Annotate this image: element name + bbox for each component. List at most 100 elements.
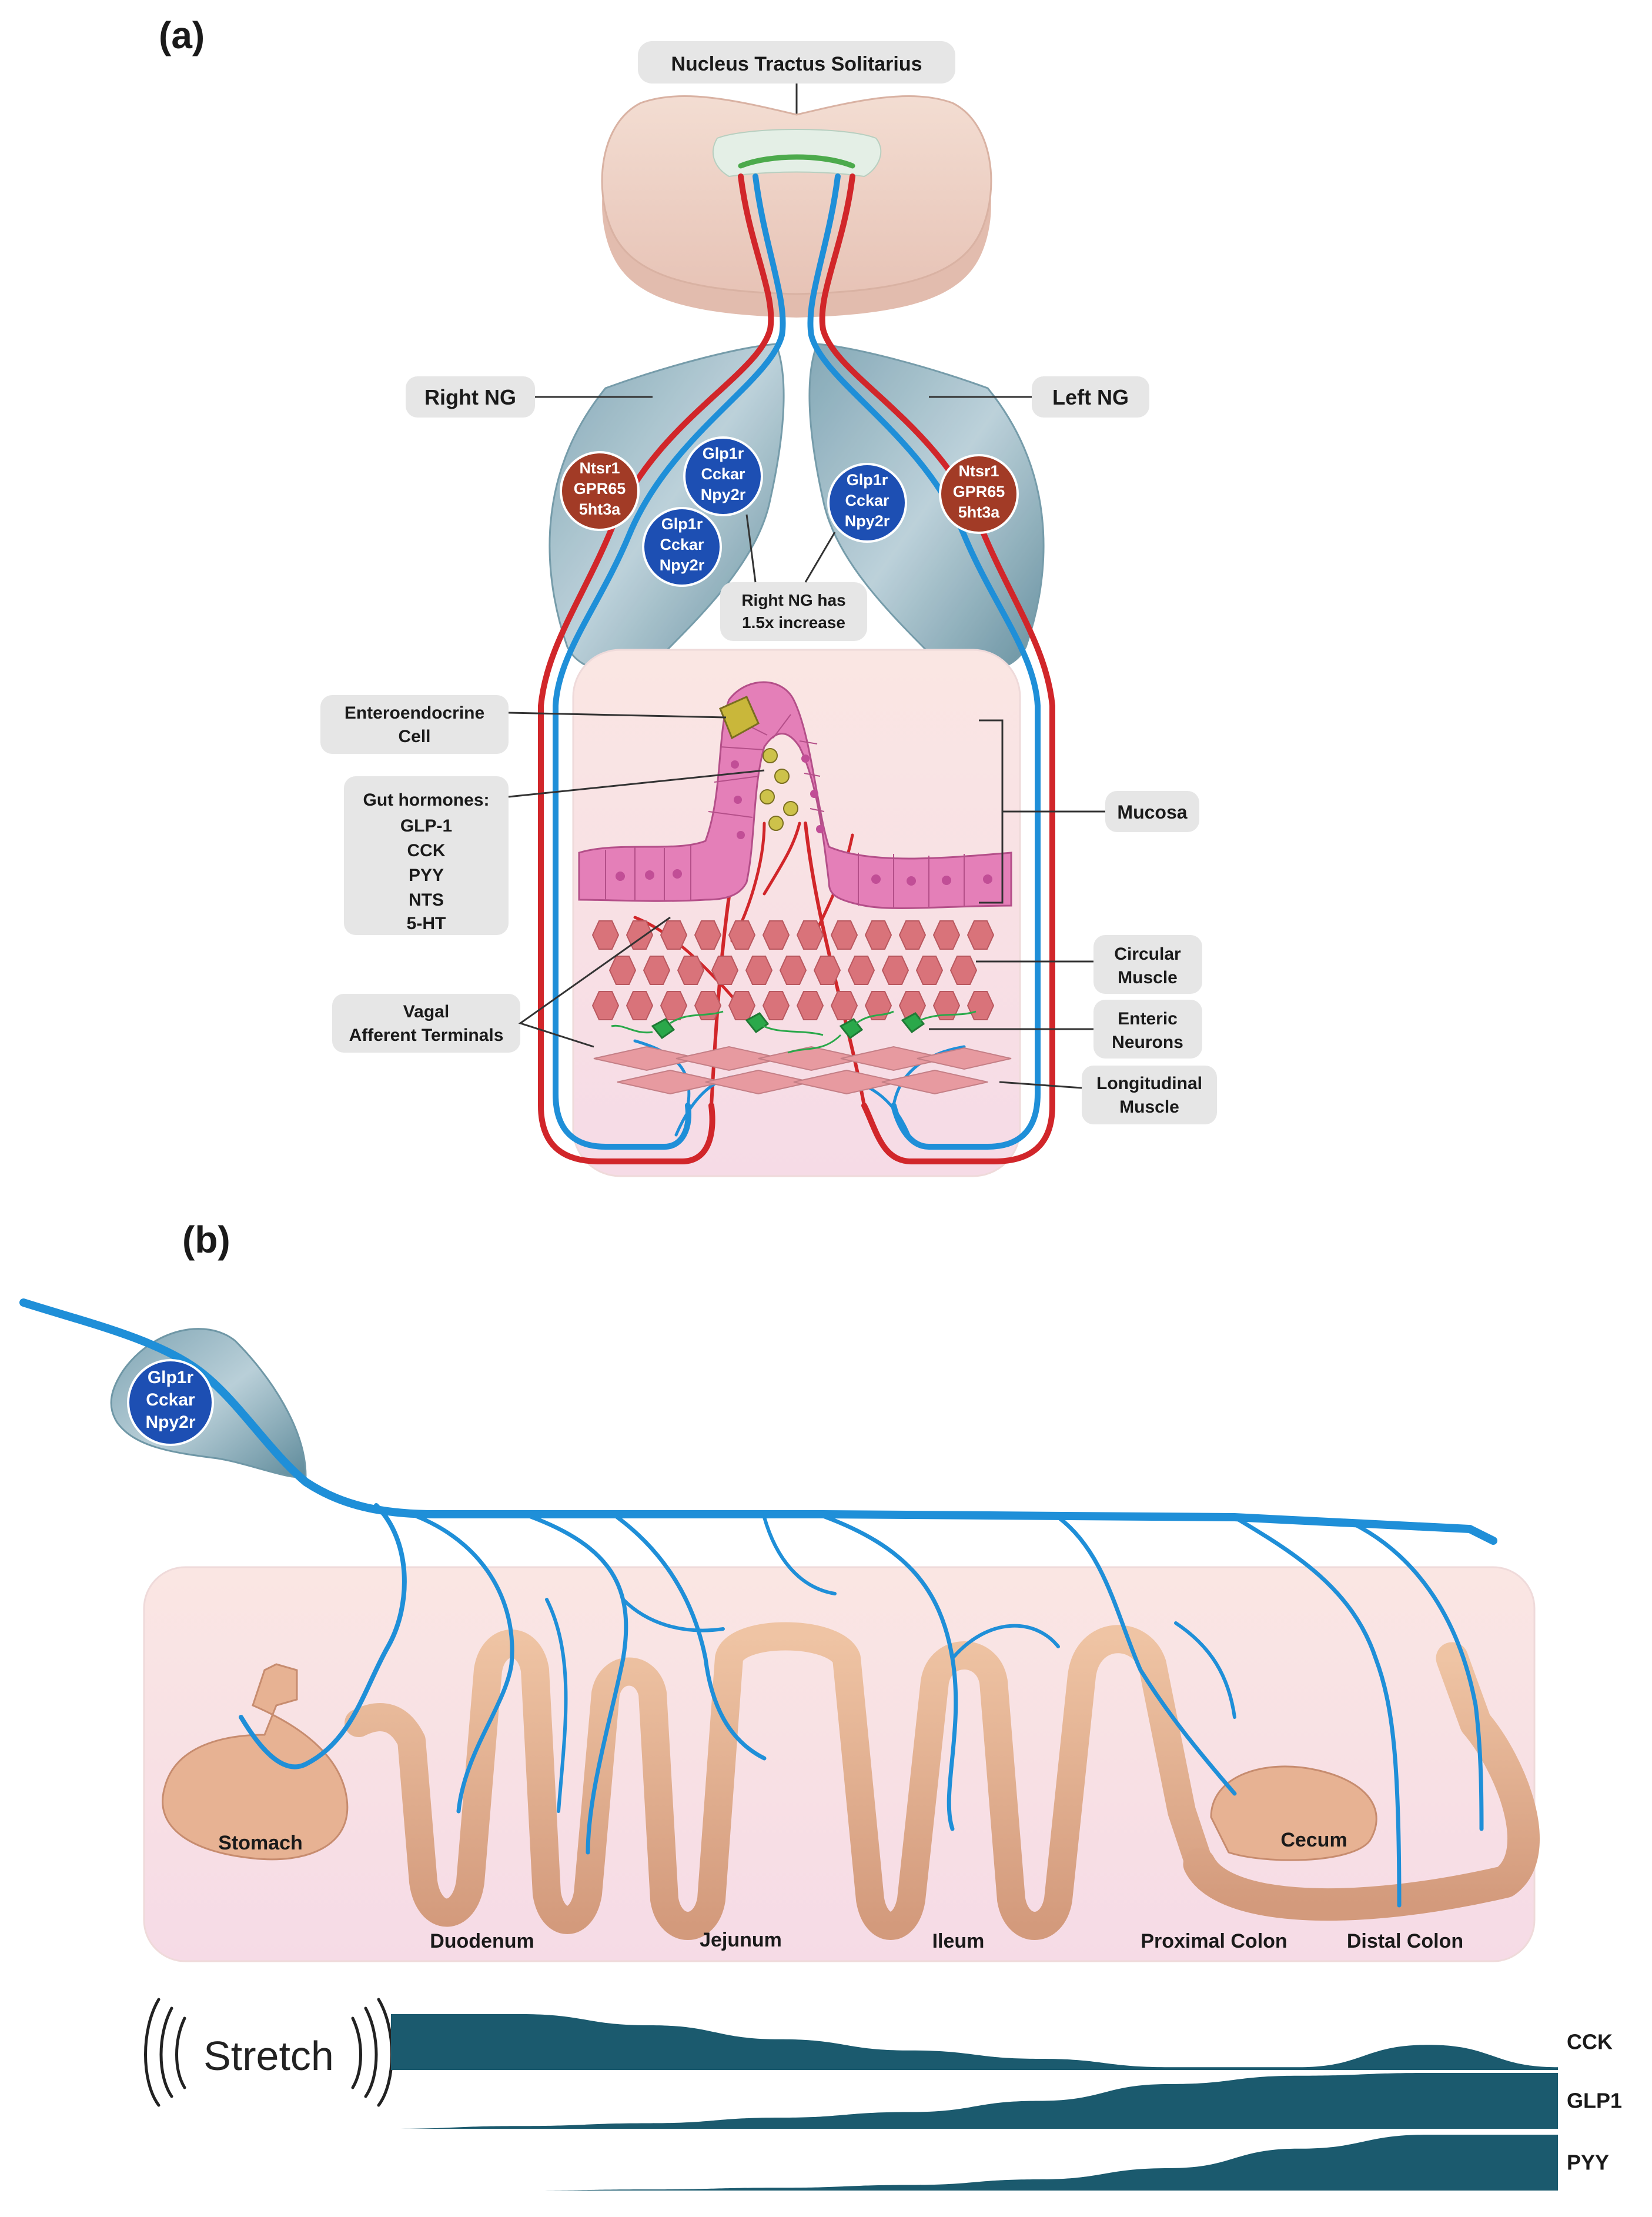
hormone-pyy: PYY xyxy=(409,866,444,885)
muscle-cell xyxy=(762,920,790,950)
gut-hormones-box xyxy=(344,776,509,935)
muscle-cell xyxy=(881,956,909,985)
right-ng-label: Right NG xyxy=(424,385,516,409)
hormone-5ht: 5-HT xyxy=(407,914,446,933)
muscle-cell xyxy=(813,956,841,985)
mucosa-label: Mucosa xyxy=(1117,802,1187,823)
receptor-ntsr1-right: Ntsr1 GPR65 5ht3a xyxy=(560,451,640,531)
right-ng-box xyxy=(406,376,535,418)
enteroendocrine-cell xyxy=(719,696,760,740)
receptor-glp1r-panel-b: Glp1r Cckar Npy2r xyxy=(127,1359,214,1446)
muscle-cell xyxy=(967,920,995,950)
label-duodenum: Duodenum xyxy=(430,1930,534,1952)
enteroendocrine-label-2: Cell xyxy=(398,727,430,746)
panel-a-label: (a) xyxy=(159,14,205,56)
gut-wall-section xyxy=(572,649,1021,1177)
muscle-cell xyxy=(864,920,892,950)
muscle-cell xyxy=(711,956,739,985)
increase-note-box xyxy=(720,582,867,641)
svg-text:GPR65: GPR65 xyxy=(953,483,1005,500)
increase-note-line1: Right NG has xyxy=(741,591,845,609)
circular-muscle-label-1: Circular xyxy=(1114,944,1181,964)
svg-text:Cckar: Cckar xyxy=(146,1390,195,1410)
nucleus-label: Nucleus Tractus Solitarius xyxy=(671,53,922,75)
hormone-cck: CCK xyxy=(407,841,446,860)
svg-text:Npy2r: Npy2r xyxy=(660,556,705,574)
hormone-label-cck: CCK xyxy=(1567,2030,1613,2054)
left-ng-label: Left NG xyxy=(1052,385,1129,409)
increase-note-line2: 1.5x increase xyxy=(742,613,845,632)
svg-text:Cckar: Cckar xyxy=(701,465,745,483)
muscle-cell xyxy=(830,991,858,1020)
svg-text:Glp1r: Glp1r xyxy=(148,1368,194,1387)
label-cecum: Cecum xyxy=(1280,1829,1347,1851)
svg-text:5ht3a: 5ht3a xyxy=(958,503,1001,521)
receptor-ntsr1-left: Ntsr1 GPR65 5ht3a xyxy=(939,454,1019,534)
muscle-cell xyxy=(932,920,961,950)
hormone-label-glp1: GLP1 xyxy=(1567,2089,1622,2113)
stretch-symbol xyxy=(144,1998,393,2107)
muscle-cell xyxy=(796,920,824,950)
muscle-cell xyxy=(932,991,961,1020)
cecum xyxy=(1210,1765,1377,1861)
hormone-label-pyy: PYY xyxy=(1567,2151,1609,2175)
muscle-cell xyxy=(728,920,756,950)
muscle-cell xyxy=(796,991,824,1020)
enteric-neurons-label-1: Enteric xyxy=(1118,1009,1178,1029)
mucosa-epithelium xyxy=(578,681,1012,909)
label-jejunum: Jejunum xyxy=(700,1929,782,1951)
nucleus-label-box xyxy=(638,41,955,84)
svg-text:Ntsr1: Ntsr1 xyxy=(958,462,999,480)
svg-text:Npy2r: Npy2r xyxy=(145,1413,195,1432)
label-stomach: Stomach xyxy=(218,1832,303,1854)
muscle-cell xyxy=(864,991,892,1020)
stomach xyxy=(162,1663,349,1861)
label-ileum: Ileum xyxy=(932,1930,985,1952)
longitudinal-muscle xyxy=(593,1046,1012,1095)
mucosa-box xyxy=(1105,791,1199,832)
receptor-glp1r-left: Glp1r Cckar Npy2r xyxy=(827,463,907,543)
stretch-label: Stretch xyxy=(203,2033,334,2079)
hormone-granules xyxy=(760,748,798,831)
muscle-cell xyxy=(643,956,671,985)
brainstem-slice xyxy=(601,95,992,318)
muscle-cell xyxy=(898,920,927,950)
muscle-cell xyxy=(660,920,688,950)
circular-muscle-label-2: Muscle xyxy=(1118,968,1178,987)
svg-text:Cckar: Cckar xyxy=(660,536,704,553)
muscle-cell xyxy=(949,956,978,985)
muscle-cell xyxy=(660,991,688,1020)
gut-tract xyxy=(345,1622,1540,1940)
panel-b: (b) xyxy=(19,1218,1622,2191)
muscle-cell xyxy=(830,920,858,950)
vagal-label-2: Afferent Terminals xyxy=(349,1026,504,1045)
muscle-cell xyxy=(677,956,705,985)
svg-text:5ht3a: 5ht3a xyxy=(579,500,621,518)
muscle-cell xyxy=(626,920,654,950)
circular-muscle-box xyxy=(1093,935,1202,994)
muscle-cell xyxy=(591,991,620,1020)
label-proximal-colon: Proximal Colon xyxy=(1141,1930,1287,1952)
label-distal-colon: Distal Colon xyxy=(1347,1930,1463,1952)
hormone-profile-cck xyxy=(391,2014,1558,2070)
vagal-terminals-box xyxy=(332,994,520,1053)
left-ng-box xyxy=(1032,376,1149,418)
muscle-cell xyxy=(745,956,773,985)
svg-text:Cckar: Cckar xyxy=(845,492,889,509)
vagal-fibers-panel-b xyxy=(19,1298,1497,1908)
enteroendocrine-box xyxy=(320,695,509,754)
enteric-neurons xyxy=(611,1010,977,1054)
svg-text:Glp1r: Glp1r xyxy=(847,471,888,489)
hormone-profile-pyy xyxy=(391,2135,1558,2191)
muscle-cell xyxy=(779,956,807,985)
receptor-glp1r-right-upper: Glp1r Cckar Npy2r xyxy=(683,436,763,516)
muscle-cell xyxy=(591,920,620,950)
hormone-glp1: GLP-1 xyxy=(400,816,452,836)
longitudinal-muscle-label-2: Muscle xyxy=(1119,1097,1179,1117)
panel-b-label: (b) xyxy=(182,1218,230,1261)
hormone-profile-glp1 xyxy=(391,2073,1558,2129)
svg-text:GPR65: GPR65 xyxy=(574,480,626,498)
muscle-cell xyxy=(728,991,756,1020)
